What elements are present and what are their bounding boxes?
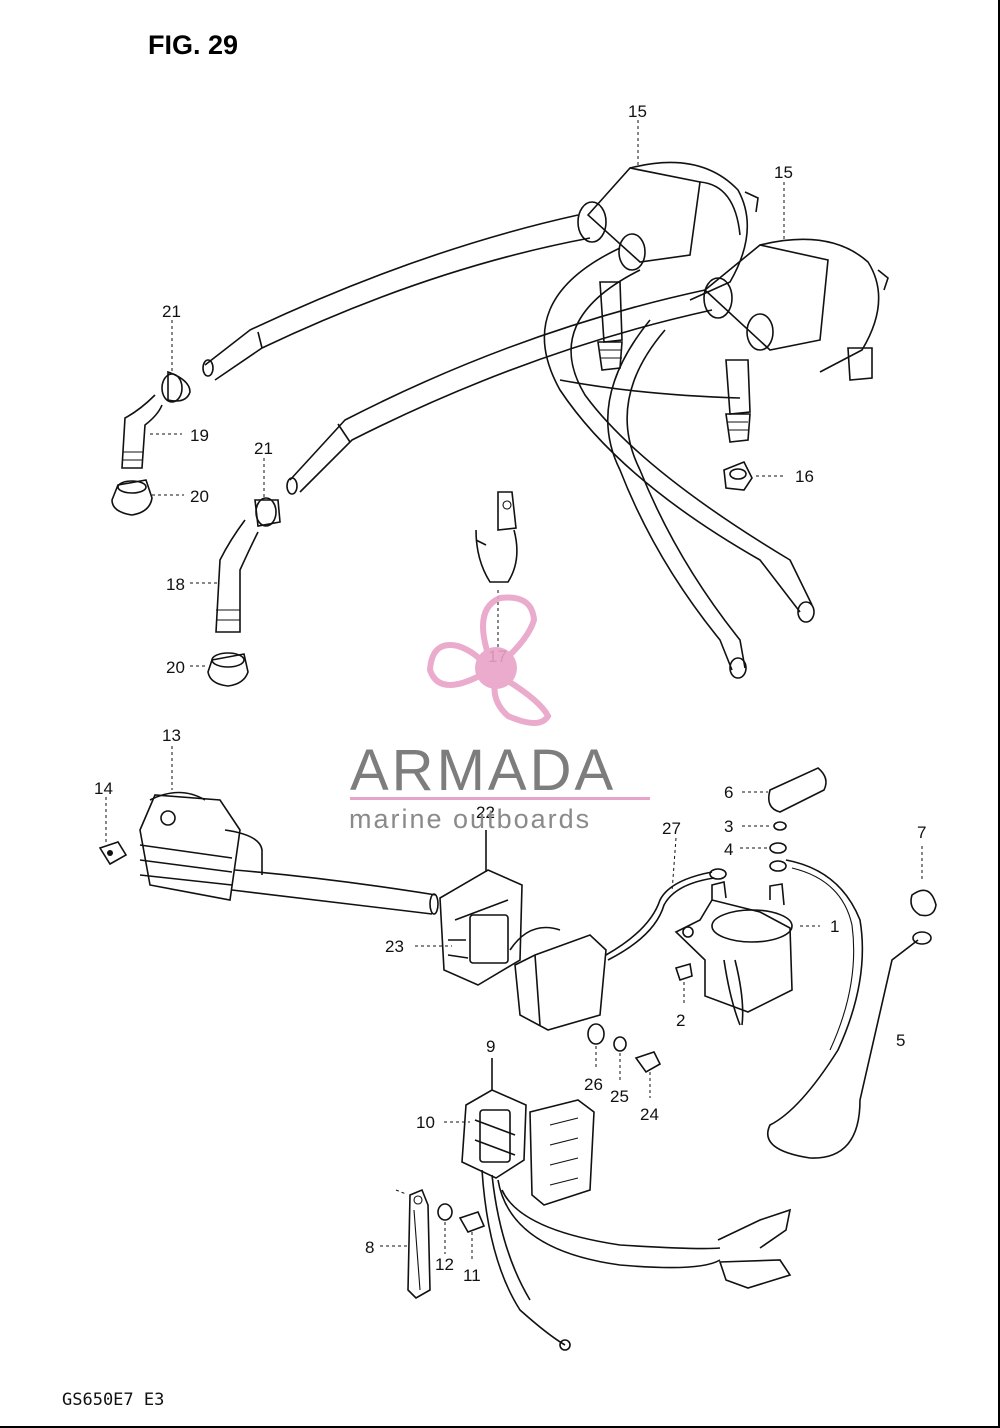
callout-21b: 21 [254,439,273,458]
watermark-brand: ARMADA [350,738,616,803]
callout-22: 22 [476,803,495,822]
strap-and-bolt [380,1188,486,1299]
watermark-tagline: marine outboards [349,804,591,834]
callout-12: 12 [435,1255,454,1274]
callout-11: 11 [463,1266,481,1285]
callout-18: 18 [166,575,185,594]
callout-23: 23 [385,937,404,956]
mounting-hardware [587,1023,662,1098]
propeller-icon [426,594,552,726]
callout-21a: 21 [162,302,181,321]
rectifier-regulator [98,791,439,915]
callout-5: 5 [896,1031,905,1050]
watermark: ARMADA marine outboards [349,594,650,834]
callout-4: 4 [724,840,733,859]
starter-relay [674,881,820,1026]
callout-14: 14 [94,779,113,798]
callout-numbers: 1 2 3 4 5 6 7 8 9 10 11 12 13 14 15 15 1… [94,102,926,1285]
callout-2: 2 [676,1011,685,1030]
high-tension-leads [204,214,815,679]
callout-16: 16 [795,467,814,486]
callout-10: 10 [416,1113,435,1132]
plug-cap-lower [207,477,298,687]
callout-26: 26 [584,1075,603,1094]
battery-lead [767,846,937,1159]
callout-8: 8 [365,1238,374,1257]
watermark-divider [350,797,650,800]
callout-20b: 20 [166,658,185,677]
fuse-box [444,1058,792,1351]
relay-cap-and-washers [605,767,827,961]
callout-15a: 15 [628,102,647,121]
callout-25: 25 [610,1087,629,1106]
leader-lines [105,120,785,842]
callout-9: 9 [486,1037,495,1056]
callout-15b: 15 [774,163,793,182]
ignition-coil-front [577,161,759,371]
nut [723,460,785,491]
callout-7: 7 [917,823,926,842]
callout-1: 1 [830,917,839,936]
callout-24: 24 [640,1105,659,1124]
model-code: GS650E7 E3 [62,1390,164,1410]
callout-20a: 20 [190,487,209,506]
callout-6: 6 [724,783,733,802]
lead-clamp [475,491,518,648]
callout-19: 19 [190,426,209,445]
callout-13: 13 [162,726,181,745]
igniter-unit [415,830,607,1031]
plug-cap-upper [111,359,214,516]
ignition-coil-rear [703,238,889,443]
callout-3: 3 [724,817,733,836]
figure-label: FIG. 29 [148,30,238,60]
callout-27: 27 [662,819,681,838]
